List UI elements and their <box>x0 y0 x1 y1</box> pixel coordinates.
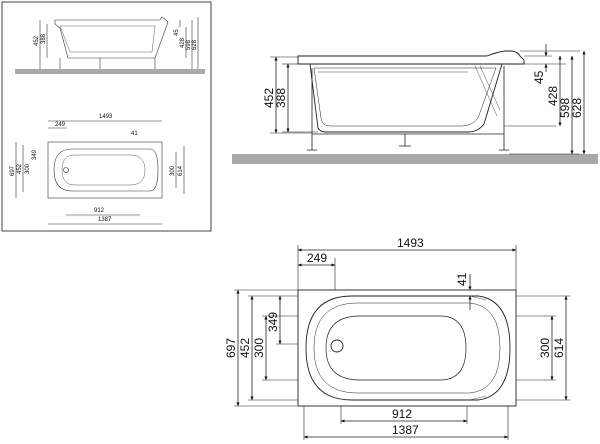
thumbnail-dim-label: 697 <box>10 165 16 176</box>
thumbnail-dim-label: 1387 <box>98 217 112 223</box>
dim-label-offset: 249 <box>307 251 327 265</box>
dim-label-452: 452 <box>238 338 252 358</box>
thumbnail-top-dims: 249 1493 41 697 452 300 349 300 614 912 … <box>10 114 184 223</box>
thumbnail-dim-label: 628 <box>192 39 198 50</box>
side-dimension-lines <box>274 44 586 155</box>
dim-label-leg-span: 912 <box>392 407 412 421</box>
side-view: 452 388 45 428 598 628 <box>232 44 598 164</box>
thumbnail-dim-label: 452 <box>17 163 23 174</box>
dim-label-rim: 45 <box>532 70 546 84</box>
bathtub-side-profile <box>297 50 525 151</box>
tub-outer-basin <box>305 295 511 401</box>
dim-label-300-left: 300 <box>252 338 266 358</box>
thumbnail-dim-label: 300 <box>170 165 176 176</box>
top-dimension-lines <box>236 248 568 439</box>
tub-rim-outline <box>297 289 517 407</box>
thumbnail-dim-label: 349 <box>32 149 38 160</box>
floor <box>232 154 598 164</box>
thumbnail-frame <box>1 1 212 232</box>
dim-label-300-right: 300 <box>538 338 552 358</box>
thumbnail-dim-label: 428 <box>180 37 186 48</box>
dim-label-614: 614 <box>552 338 566 358</box>
drain-icon <box>330 339 344 353</box>
thumbnail-dim-label: 300 <box>25 163 31 174</box>
dim-label-length: 1387 <box>392 423 419 437</box>
thumbnail-dim-label: 388 <box>41 33 47 44</box>
thumbnail-floor <box>15 69 205 74</box>
thumbnail-side-view <box>15 16 205 74</box>
top-dim-labels: 1493 249 41 912 1387 697 452 300 349 300… <box>224 236 566 437</box>
dim-label-628: 628 <box>570 98 584 118</box>
dim-label-349: 349 <box>266 312 280 332</box>
side-extension-lines <box>270 50 580 155</box>
thumbnail-dim-label: 614 <box>178 165 184 176</box>
thumbnail-panel: 452 388 45 428 598 628 249 1493 41 697 4… <box>1 1 212 232</box>
tub-inner-basin <box>325 315 467 381</box>
thumbnail-dim-label: 1493 <box>99 114 113 120</box>
bathtub-top-outline <box>297 289 517 407</box>
dim-label-rim-width: 41 <box>455 272 469 286</box>
side-dim-labels: 452 388 45 428 598 628 <box>262 70 584 118</box>
thumbnail-side-dims: 452 388 45 428 598 628 <box>34 29 198 50</box>
top-view: 1493 249 41 912 1387 697 452 300 349 300… <box>224 236 570 440</box>
thumbnail-top-view <box>15 120 185 225</box>
thumbnail-dim-label: 45 <box>174 29 180 36</box>
dim-label-inner-height: 388 <box>274 88 288 108</box>
thumbnail-dim-label: 452 <box>34 35 40 46</box>
thumbnail-dim-label: 598 <box>186 39 192 50</box>
thumbnail-dim-label: 249 <box>55 122 66 128</box>
dim-label-overall-length: 1493 <box>397 236 424 250</box>
thumbnail-dim-label: 912 <box>94 208 105 214</box>
thumbnail-dim-label: 41 <box>131 131 138 137</box>
dim-label-outer-width: 697 <box>224 338 238 358</box>
dim-label-598: 598 <box>558 98 572 118</box>
dim-label-total-height: 452 <box>262 88 276 108</box>
dim-label-428: 428 <box>546 86 560 106</box>
top-extension-lines <box>234 245 570 440</box>
